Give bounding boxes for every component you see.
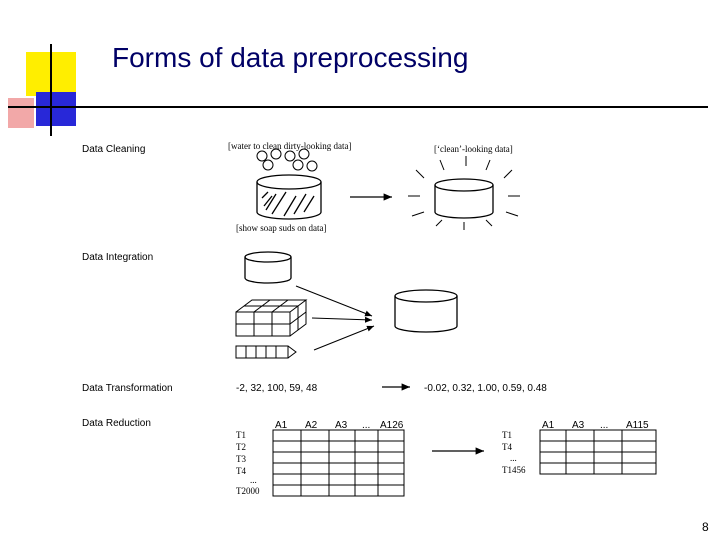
data-transformation-label: Data Transformation xyxy=(82,383,173,394)
integrated-database-cylinder xyxy=(394,289,458,333)
right-col-header: A1 xyxy=(542,420,555,431)
left-row-label: T2 xyxy=(236,442,246,452)
integration-arrow-3 xyxy=(313,325,375,351)
suds-note: [show soap suds on data] xyxy=(236,223,327,233)
right-col-header: ... xyxy=(600,420,608,431)
clean-database-cylinder xyxy=(434,178,494,219)
dirty-database-cylinder xyxy=(256,174,322,220)
right-row-label: ... xyxy=(510,453,517,463)
left-col-header: ... xyxy=(362,420,370,431)
decor-vertical-line xyxy=(50,44,52,136)
left-row-label: T1 xyxy=(236,430,246,440)
right-row-label: T1 xyxy=(502,430,512,440)
left-row-label: T4 xyxy=(236,466,246,476)
data-reduction-label: Data Reduction xyxy=(82,418,151,429)
source-database-cylinder xyxy=(244,251,292,284)
decor-blue-square xyxy=(36,92,76,126)
left-col-header: A1 xyxy=(275,420,288,431)
right-col-header: A115 xyxy=(626,420,649,431)
slide-title: Forms of data preprocessing xyxy=(112,42,469,73)
source-data-cube xyxy=(235,299,308,337)
source-flat-file xyxy=(235,345,297,359)
left-row-label: T3 xyxy=(236,454,246,464)
data-integration-label: Data Integration xyxy=(82,252,153,263)
integration-arrow-1 xyxy=(295,285,373,317)
left-col-header: A3 xyxy=(335,420,348,431)
water-note: [water to clean dirty-looking data] xyxy=(228,141,351,151)
decor-red-square xyxy=(8,98,34,128)
left-data-table-grid xyxy=(272,429,405,497)
clean-note: [‘clean’-looking data] xyxy=(434,144,513,154)
right-row-label: T4 xyxy=(502,442,512,452)
right-col-header: A3 xyxy=(572,420,585,431)
page-number: 8 xyxy=(702,520,709,534)
left-col-header: A2 xyxy=(305,420,318,431)
shine-lines xyxy=(408,156,520,230)
soap-bubbles xyxy=(256,148,318,172)
integration-arrow-2 xyxy=(311,316,373,323)
left-col-header: A126 xyxy=(380,420,404,431)
right-row-label: T1456 xyxy=(502,465,526,475)
transformation-before: -2, 32, 100, 59, 48 xyxy=(236,383,318,394)
transformation-after: -0.02, 0.32, 1.00, 0.59, 0.48 xyxy=(424,383,547,394)
data-cleaning-label: Data Cleaning xyxy=(82,144,145,155)
left-row-label: T2000 xyxy=(236,486,260,496)
title-underline xyxy=(8,106,708,108)
left-row-label: ... xyxy=(250,475,257,485)
right-data-table-grid xyxy=(539,429,657,475)
